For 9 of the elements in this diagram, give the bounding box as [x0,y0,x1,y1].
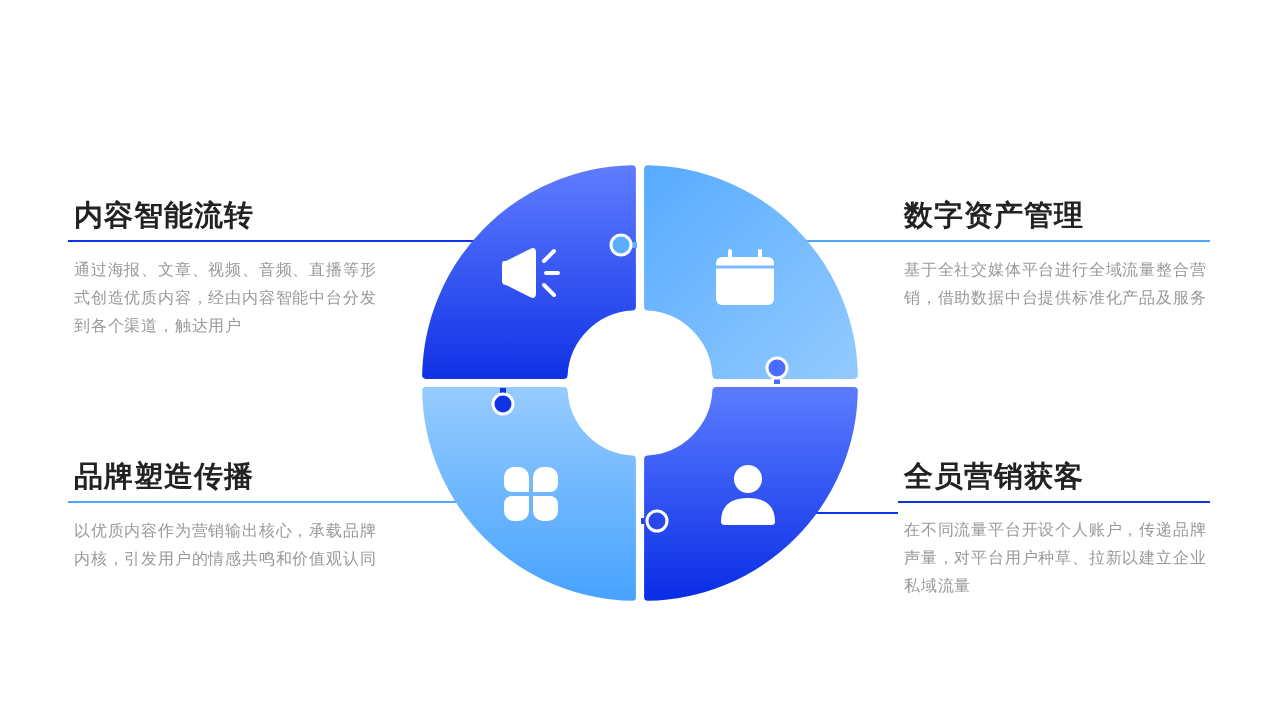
description-text: 以优质内容作为营销输出核心，承载品牌内核，引发用户的情感共鸣和价值观认同 [73,520,378,570]
description-text: 基于全社交媒体平台进行全域流量整合营销，借助数据中台提供标准化产品及服务 [903,259,1208,309]
description-text: 在不同流量平台开设个人账户，传递品牌声量，对平台用户种草、拉新以建立企业私域流量 [903,519,1208,597]
section-heading: 品牌塑造传播 [68,457,430,503]
description-text: 通过海报、文章、视频、音频、直播等形式创造优质内容，经由内容智能中台分发到各个渠道，触达用户 [73,259,378,337]
section-heading: 内容智能流转 [68,196,400,242]
section-heading: 数字资产管理 [898,196,1210,242]
section-heading: 全员营销获客 [898,457,1210,503]
leader-line [429,501,459,503]
